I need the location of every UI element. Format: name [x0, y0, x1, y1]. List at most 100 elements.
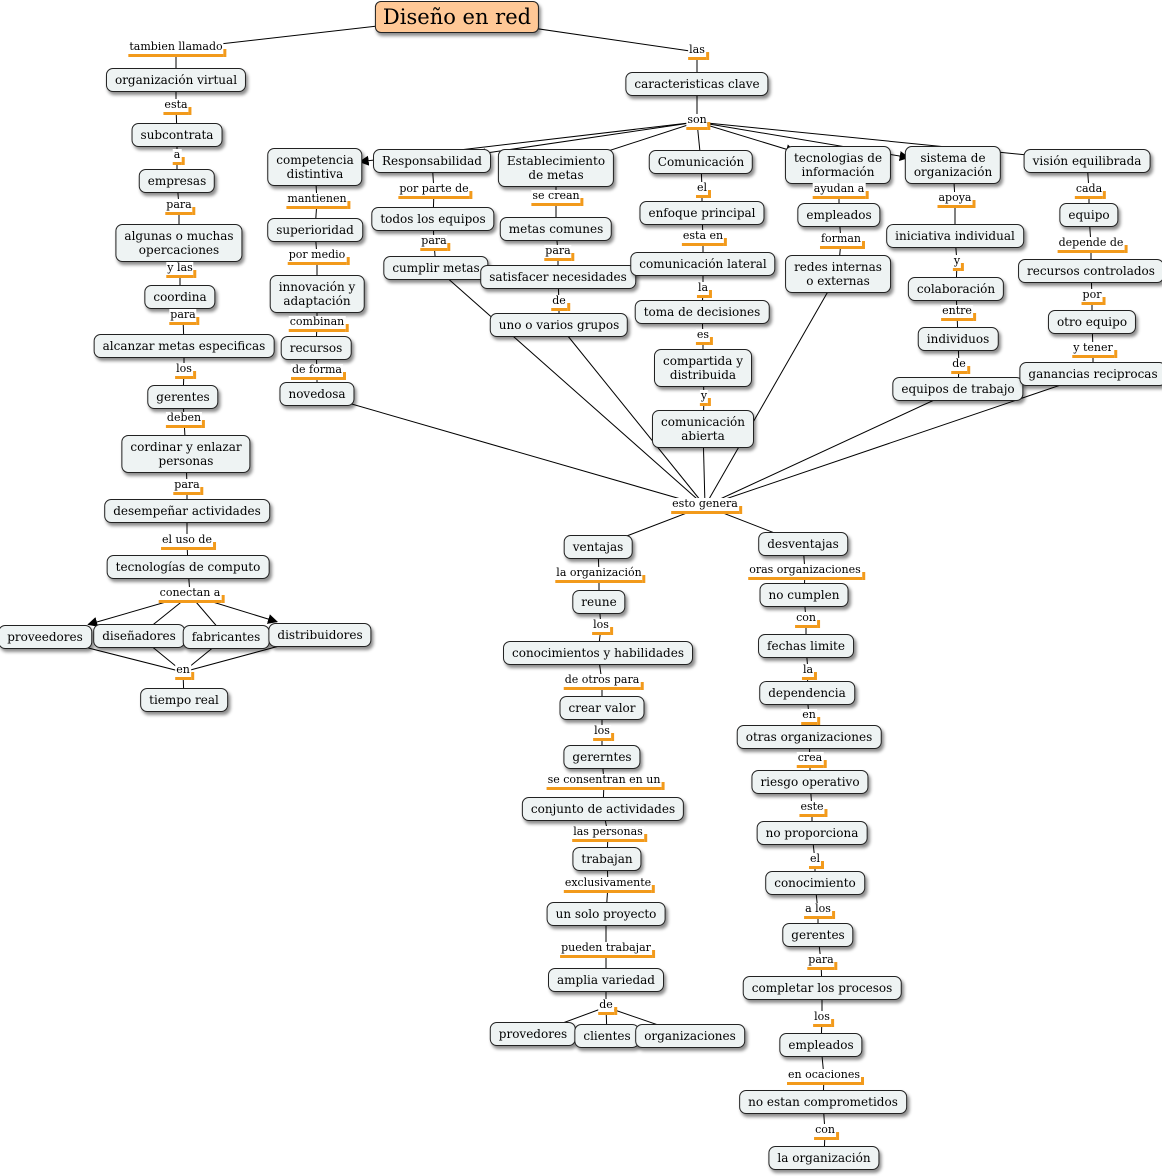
link-label-de2: de	[951, 358, 970, 374]
concept-otroequipo[interactable]: otro equipo	[1047, 310, 1137, 334]
concept-fabricantes[interactable]: fabricantes	[182, 625, 270, 649]
concept-laorganizacion[interactable]: la organización	[768, 1146, 880, 1170]
link-label-los4: los	[813, 1011, 834, 1027]
concept-conjunto[interactable]: conjunto de actividades	[521, 797, 685, 821]
concept-vision[interactable]: visión equilibrada	[1023, 149, 1151, 173]
link-label-tambien: tambien llamado	[128, 41, 227, 57]
concept-gerentes2[interactable]: gerentes	[782, 923, 854, 947]
concept-equipo[interactable]: equipo	[1059, 203, 1119, 227]
concept-gererntes[interactable]: gererntes	[563, 745, 641, 769]
concept-competencia[interactable]: competencia distintiva	[267, 148, 363, 186]
concept-nocumplen[interactable]: no cumplen	[759, 583, 849, 607]
concept-algunas[interactable]: algunas o muchas opercaciones	[115, 224, 243, 262]
concept-establecimiento[interactable]: Establecimiento de metas	[497, 149, 615, 187]
concept-desventajas[interactable]: desventajas	[758, 532, 848, 556]
concept-organizaciones1[interactable]: organizaciones	[635, 1024, 745, 1048]
concept-comunicacion[interactable]: Comunicación	[648, 150, 754, 174]
link-label-y2: y	[952, 255, 965, 271]
concept-empresas[interactable]: empresas	[138, 169, 216, 193]
concept-ganancias[interactable]: ganancias reciprocas	[1019, 362, 1162, 386]
concept-gerentes1[interactable]: gerentes	[147, 385, 219, 409]
concept-metascom[interactable]: metas comunes	[499, 217, 613, 241]
concept-cordinar[interactable]: cordinar y enlazar personas	[121, 435, 251, 473]
concept-desempenar[interactable]: desempeñar actividades	[104, 499, 270, 523]
concept-fechas[interactable]: fechas limite	[758, 634, 854, 658]
link-label-para2: para	[169, 309, 201, 325]
connector-ganancias-l_estogenera	[704, 373, 1094, 507]
concept-redes[interactable]: redes internas o externas	[785, 255, 891, 293]
concept-todos[interactable]: todos los equipos	[371, 207, 495, 231]
concept-individuos[interactable]: individuos	[917, 327, 999, 351]
concept-distribuidores[interactable]: distribuidores	[268, 623, 372, 647]
link-label-para5: para	[544, 245, 576, 261]
concept-compartida[interactable]: compartida y distribuida	[654, 349, 752, 387]
concept-tecinfo[interactable]: tecnologias de información	[784, 146, 892, 184]
concept-amplia[interactable]: amplia variedad	[548, 968, 664, 992]
link-label-exclusivamente: exclusivamente	[563, 877, 656, 893]
link-label-ytener: y tener	[1072, 342, 1117, 358]
concept-coordina[interactable]: coordina	[144, 285, 216, 309]
link-label-esta: esta	[163, 99, 192, 115]
concept-noproporciona[interactable]: no proporciona	[756, 821, 868, 845]
concept-crearvalor[interactable]: crear valor	[559, 696, 645, 720]
concept-equipostrab[interactable]: equipos de trabajo	[892, 377, 1024, 401]
concept-tecnologias[interactable]: tecnologías de computo	[106, 555, 270, 579]
concept-comlateral[interactable]: comunicación lateral	[630, 252, 776, 276]
link-label-elusode: el uso de	[161, 534, 216, 550]
concept-conocimientos[interactable]: conocimientos y habilidades	[503, 641, 693, 665]
concept-superioridad[interactable]: superioridad	[267, 218, 363, 242]
concept-caract[interactable]: caracteristicas clave	[625, 72, 769, 96]
concept-orgvirtual[interactable]: organización virtual	[105, 68, 247, 92]
concept-reune[interactable]: reune	[572, 590, 626, 614]
concept-colaboracion[interactable]: colaboración	[907, 277, 1005, 301]
concept-unsolo[interactable]: un solo proyecto	[546, 902, 666, 926]
concept-riesgo[interactable]: riesgo operativo	[751, 770, 869, 794]
link-label-de1: de	[551, 295, 570, 311]
link-label-ayudana: ayudan a	[812, 183, 868, 199]
concept-toma[interactable]: toma de decisiones	[634, 300, 770, 324]
concept-dependencia[interactable]: dependencia	[759, 681, 855, 705]
concept-sisorg[interactable]: sistema de organización	[904, 146, 1002, 184]
link-label-para6: para	[807, 954, 839, 970]
concept-trabajan[interactable]: trabajan	[572, 847, 642, 871]
concept-cumplir[interactable]: cumplir metas	[383, 256, 489, 280]
concept-novedosa[interactable]: novedosa	[279, 382, 355, 406]
concept-recursosctrl[interactable]: recursos controlados	[1018, 259, 1162, 283]
link-label-puedentrabajar: pueden trabajar	[560, 942, 655, 958]
concept-proveedores[interactable]: proveedores	[0, 625, 92, 649]
concept-recursos[interactable]: recursos	[280, 336, 352, 360]
link-label-entre: entre	[941, 305, 976, 321]
concept-satisfacer[interactable]: satisfacer necesidades	[480, 265, 636, 289]
concept-innovacion[interactable]: innovación y adaptación	[269, 275, 365, 313]
concept-comabierta[interactable]: comunicación abierta	[651, 410, 755, 448]
link-label-las: las	[688, 44, 709, 60]
concept-conocimiento[interactable]: conocimiento	[765, 871, 865, 895]
concept-empleados1[interactable]: empleados	[797, 203, 881, 227]
link-label-alos: a los	[804, 903, 835, 919]
concept-empleados2[interactable]: empleados	[779, 1033, 863, 1057]
concept-ventajas[interactable]: ventajas	[563, 535, 633, 559]
concept-alcanzar[interactable]: alcanzar metas especificas	[93, 334, 275, 358]
concept-responsabilidad[interactable]: Responsabilidad	[373, 149, 491, 173]
concept-tiemporeal[interactable]: tiempo real	[140, 688, 228, 712]
link-label-deben: deben	[165, 412, 206, 428]
concept-subcontrata[interactable]: subcontrata	[131, 123, 223, 147]
concept-completar[interactable]: completar los procesos	[742, 976, 902, 1000]
concept-iniciativa[interactable]: iniciativa individual	[886, 224, 1024, 248]
link-label-cada: cada	[1074, 183, 1107, 199]
concept-clientes[interactable]: clientes	[574, 1024, 640, 1048]
link-label-seconsentran: se consentran en un	[546, 774, 665, 790]
link-label-laorg: la organización	[555, 567, 647, 583]
concept-disenadores[interactable]: diseñadores	[93, 624, 185, 648]
connector-cumplir-l_estogenera	[435, 267, 706, 507]
link-label-para3: para	[173, 479, 205, 495]
link-label-ylas: y las	[166, 262, 198, 278]
concept-noestan[interactable]: no estan comprometidos	[739, 1090, 907, 1114]
concept-enfoque[interactable]: enfoque principal	[639, 201, 765, 225]
link-label-para4: para	[420, 235, 452, 251]
map-title[interactable]: Diseño en red	[374, 1, 540, 33]
concept-provedores[interactable]: provedores	[489, 1022, 577, 1046]
concept-otrasorg[interactable]: otras organizaciones	[736, 725, 882, 749]
connector-redes-l_estogenera	[704, 273, 839, 507]
concept-unoovarios[interactable]: uno o varios grupos	[489, 313, 629, 337]
